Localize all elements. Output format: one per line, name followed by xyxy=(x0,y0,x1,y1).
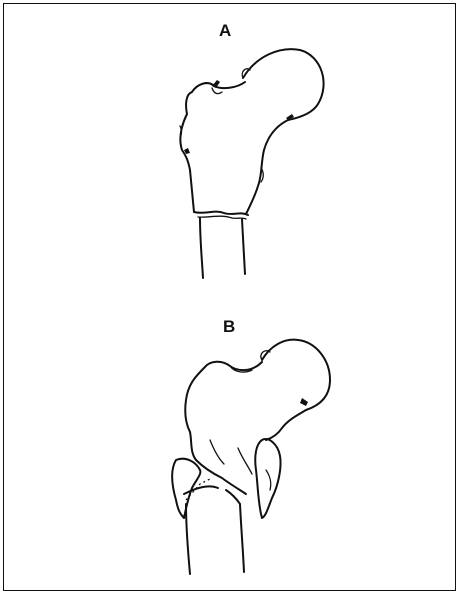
panel-b-femoral-head xyxy=(262,340,330,410)
panel-a-greater-trochanter xyxy=(180,82,245,212)
panel-b-right-fragment xyxy=(255,439,280,518)
panel-b-femur-drawing xyxy=(172,340,330,574)
panel-b-femoral-neck xyxy=(266,410,306,440)
panel-b-fracture-line xyxy=(196,460,246,494)
panel-b-femoral-shaft xyxy=(186,504,190,574)
panel-b-greater-trochanter xyxy=(185,362,262,460)
panel-a-femoral-shaft xyxy=(200,218,203,278)
panel-a-femoral-head xyxy=(243,49,324,120)
panel-a-femur-drawing xyxy=(180,49,324,278)
panel-a-neck-cut-line xyxy=(194,212,248,215)
panel-a-femoral-neck xyxy=(246,120,288,214)
